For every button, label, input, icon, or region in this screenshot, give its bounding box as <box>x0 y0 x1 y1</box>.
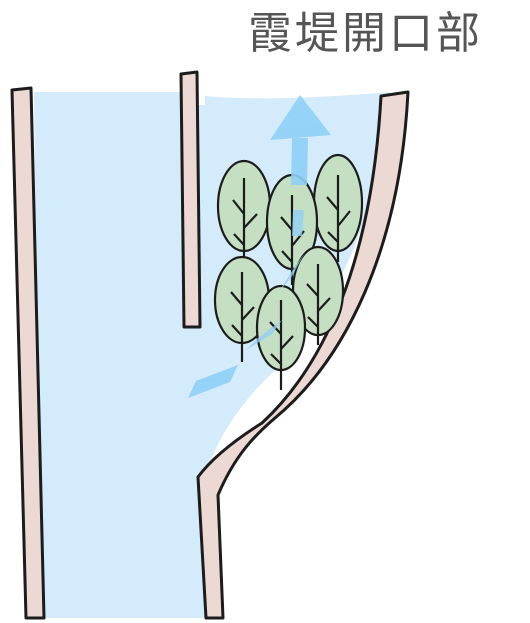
arrow-dash <box>280 254 304 290</box>
tree <box>312 153 364 262</box>
tree <box>255 284 307 390</box>
arrow-head <box>270 95 331 140</box>
arrow-shaft <box>291 138 308 185</box>
arrow-dash <box>246 320 282 350</box>
left-levee <box>10 86 46 620</box>
title-label: 霞堤開口部 <box>248 8 483 59</box>
tree <box>265 173 319 285</box>
forest-group <box>213 153 364 390</box>
arrow-dash <box>188 365 238 398</box>
flow-arrow <box>188 95 331 398</box>
upper-levee-segment <box>179 70 202 329</box>
arrow-dash <box>292 210 304 236</box>
